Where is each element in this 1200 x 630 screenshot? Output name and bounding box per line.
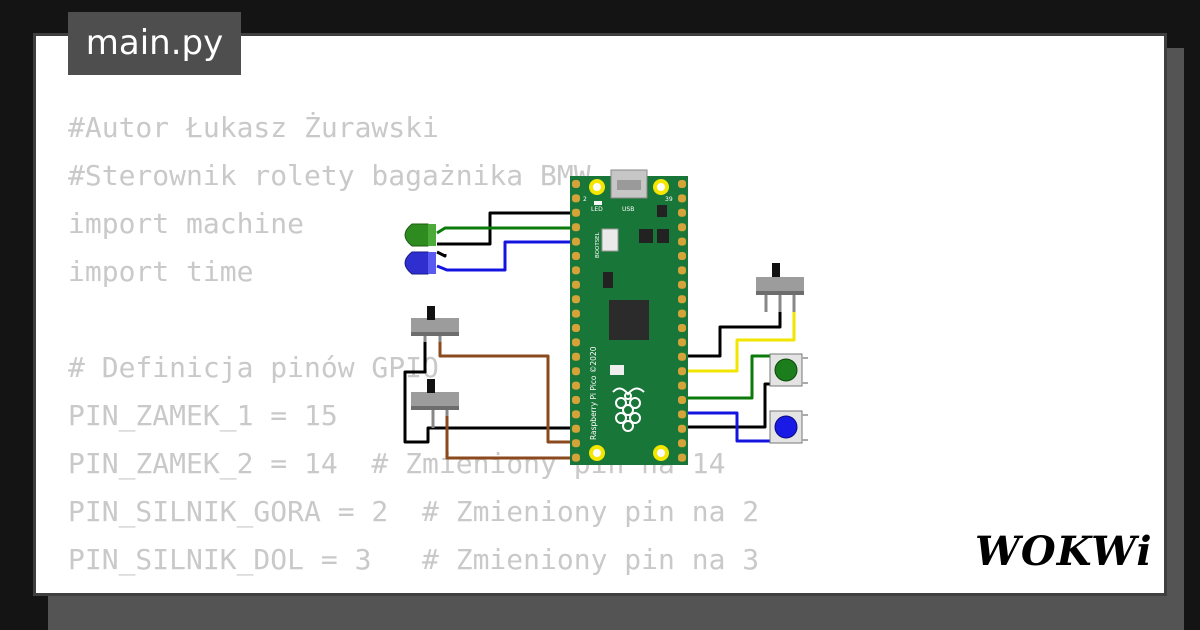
pico-pins-right	[678, 180, 686, 462]
rp2040-chip	[609, 300, 649, 340]
wire-switch1-brown	[438, 340, 580, 444]
push-button-green	[769, 353, 808, 387]
pico-pin	[572, 194, 580, 203]
wire-right-switch-yellow	[680, 312, 796, 373]
code-line-7: PIN_ZAMEK_1 = 15	[68, 399, 338, 432]
wire-btn1-green	[680, 354, 770, 400]
pico-pin	[678, 295, 686, 304]
slide-switch-2	[411, 379, 459, 428]
file-tab[interactable]: main.py	[68, 12, 241, 75]
pico-pin	[678, 280, 686, 289]
code-line-10: PIN_SILNIK_DOL = 3 # Zmieniony pin na 3	[68, 543, 760, 576]
pico-pin	[678, 367, 686, 376]
wire-right-switch-black	[680, 312, 782, 358]
wire-led-green	[436, 226, 580, 235]
pico-pin	[678, 410, 686, 419]
pico-pin	[572, 410, 580, 419]
raspberry-logo	[612, 387, 645, 432]
pico-pin	[572, 208, 580, 217]
code-line-1: #Autor Łukasz Żurawski	[68, 111, 439, 144]
pico-pin	[678, 381, 686, 390]
wire-switch1-black	[403, 340, 580, 444]
pico-pin	[678, 453, 686, 462]
code-line-6: # Definicja pinów GPIO	[68, 351, 439, 384]
wire-led-blue-black	[436, 250, 447, 258]
pico-pin	[678, 223, 686, 232]
raspberry-pi-pico: Raspberry Pi Pico ©2020 LED USB 2 39 BOO…	[570, 169, 688, 465]
code-line-4: import time	[68, 255, 254, 288]
code-line-2: #Sterownik rolety bagażnika BMW	[68, 159, 591, 192]
code-line-3: import machine	[68, 207, 305, 240]
pico-pin	[572, 295, 580, 304]
pico-pin	[678, 338, 686, 347]
pico-pin	[678, 194, 686, 203]
pico-pin	[678, 208, 686, 217]
wire-btn1-black	[680, 382, 770, 429]
push-button-blue	[769, 410, 808, 444]
wire-led-blue	[436, 240, 580, 272]
wire-switch2-brown	[445, 410, 580, 460]
led-green	[404, 223, 436, 247]
pico-pin	[678, 237, 686, 246]
pico-pin	[572, 237, 580, 246]
pin39-label: 39	[665, 196, 673, 203]
pico-pin	[572, 367, 580, 376]
pico-pin	[572, 453, 580, 462]
pico-pin	[678, 424, 686, 433]
led-label: LED	[591, 206, 603, 213]
usb-label: USB	[622, 206, 634, 213]
pico-pin	[572, 280, 580, 289]
pin2-label: 2	[583, 196, 587, 203]
pico-pin	[572, 309, 580, 318]
board-name-label: Raspberry Pi Pico ©2020	[589, 346, 598, 440]
pico-pin	[572, 338, 580, 347]
pico-pin	[572, 439, 580, 448]
pico-pin	[572, 223, 580, 232]
wire-btn2-blue	[680, 411, 770, 443]
pico-pin	[572, 266, 580, 275]
pico-pin	[678, 252, 686, 260]
slide-switch-1	[411, 306, 459, 342]
pico-pin	[572, 252, 580, 260]
pico-pin	[572, 324, 580, 332]
pico-pin	[678, 309, 686, 318]
pico-pin	[572, 381, 580, 390]
code-line-11: PIN_STYKIK_GORA = 12 # Zmieniony pin na …	[68, 584, 793, 593]
pico-pin	[572, 396, 580, 404]
pico-pin	[572, 352, 580, 361]
pico-pin	[678, 396, 686, 404]
wokwi-logo[interactable]: WOKWi	[975, 528, 1153, 575]
bootsel-label: BOOTSEL	[595, 231, 601, 258]
pico-pin	[572, 180, 580, 188]
pico-pin	[678, 324, 686, 332]
code-line-9: PIN_SILNIK_GORA = 2 # Zmieniony pin na 2	[68, 495, 760, 528]
pico-pin	[572, 424, 580, 433]
pico-pin	[678, 180, 686, 188]
pico-pin	[678, 439, 686, 448]
pico-pins-left	[572, 180, 580, 462]
led-blue	[404, 251, 436, 275]
bootsel-button	[601, 228, 619, 252]
pico-pin	[678, 266, 686, 275]
slide-switch-3	[756, 263, 804, 312]
pico-pin	[678, 352, 686, 361]
